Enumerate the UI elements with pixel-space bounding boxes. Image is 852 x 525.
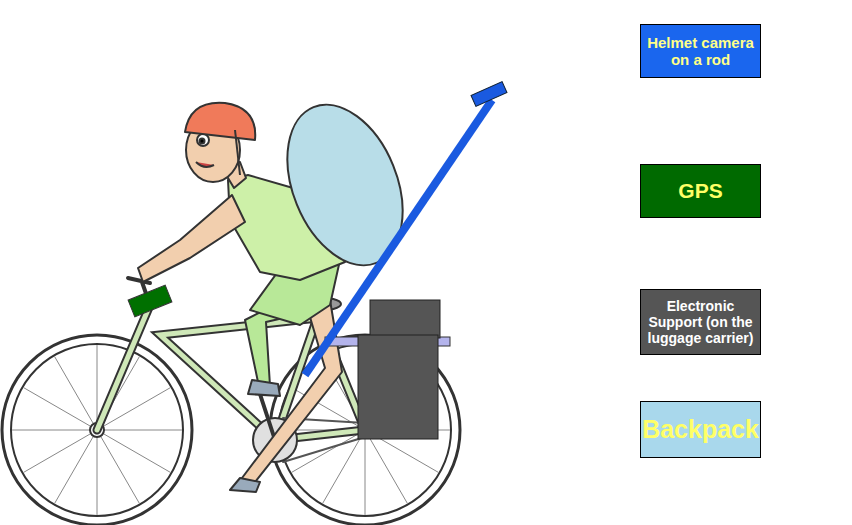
pupil bbox=[200, 139, 205, 144]
label-box: Electronic Support (on the luggage carri… bbox=[640, 289, 761, 355]
electronics-box bbox=[370, 300, 440, 338]
helmet-strap bbox=[235, 130, 240, 175]
label-box: GPS bbox=[640, 164, 761, 218]
gps-unit bbox=[128, 285, 172, 317]
helmet bbox=[185, 103, 255, 140]
box-label: Electronic Support (on the luggage carri… bbox=[645, 298, 756, 346]
box-label: Helmet camera on a rod bbox=[645, 34, 756, 69]
label-box: Helmet camera on a rod bbox=[640, 24, 761, 78]
camera-rod bbox=[305, 100, 492, 375]
helmet-camera bbox=[471, 82, 507, 107]
backpack bbox=[265, 88, 424, 283]
mouth bbox=[196, 162, 214, 167]
shoes bbox=[230, 380, 280, 492]
electronics-pannier bbox=[358, 335, 438, 439]
box-label: GPS bbox=[678, 179, 722, 203]
arm bbox=[138, 195, 245, 282]
box-label: Backpack bbox=[642, 415, 759, 444]
eye bbox=[197, 134, 209, 146]
label-box: Backpack bbox=[640, 401, 761, 458]
